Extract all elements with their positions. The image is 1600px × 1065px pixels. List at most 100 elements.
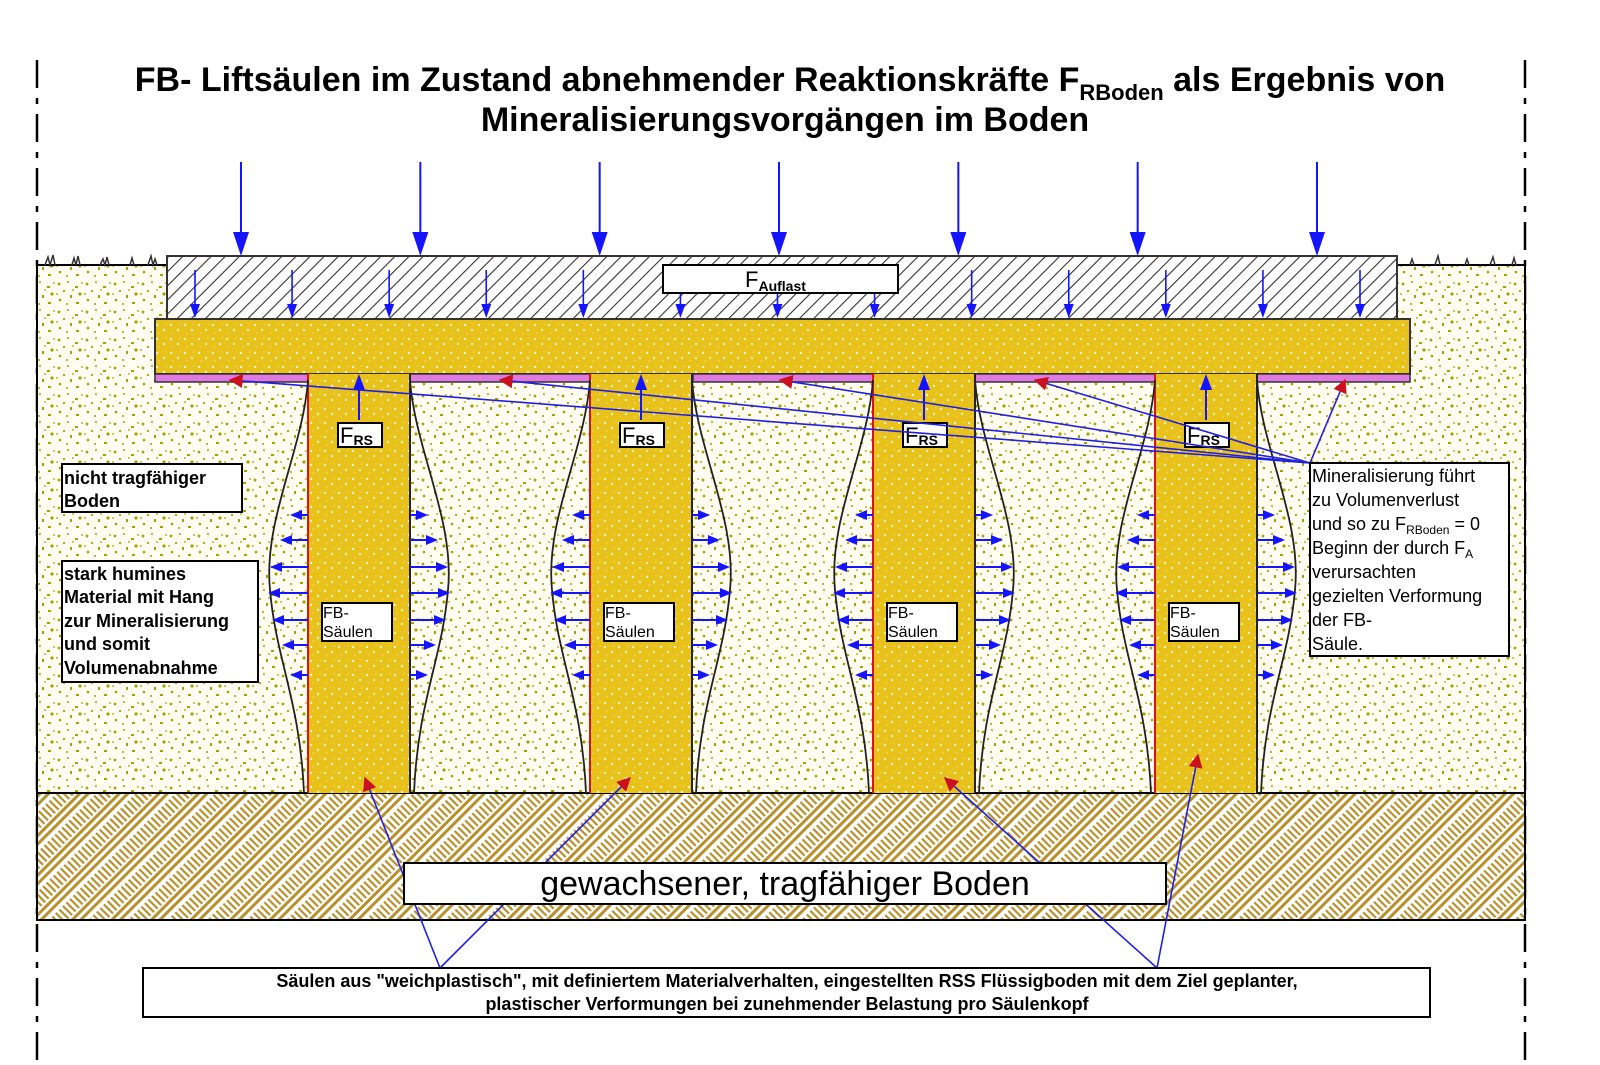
lateral-pressure-arrow <box>1257 510 1275 520</box>
svg-text:Säulen: Säulen <box>888 624 938 641</box>
reaction-force-arrow <box>1200 374 1212 420</box>
svg-text:Beginn der durch FA: Beginn der durch FA <box>1312 538 1473 561</box>
svg-text:Säulen aus "weichplastisch",: Säulen aus "weichplastisch", mit definie… <box>276 971 1297 991</box>
lateral-pressure-arrow <box>1129 640 1155 650</box>
svg-text:Volumenabnahme: Volumenabnahme <box>64 658 218 678</box>
lateral-pressure-arrow <box>692 535 720 545</box>
lateral-pressure-arrow <box>410 670 428 680</box>
load-arrow <box>412 162 429 256</box>
slab-load-arrow <box>578 270 589 318</box>
load-arrow <box>950 162 967 256</box>
lateral-pressure-arrow <box>833 588 873 598</box>
lateral-pressure-arrow <box>975 510 993 520</box>
bulge-deformation <box>268 379 450 794</box>
reaction-force-label: FRS <box>337 422 383 448</box>
svg-text:gezielten Verformung: gezielten Verformung <box>1312 586 1482 606</box>
title-line-2: Mineralisierungsvorgängen im Boden <box>481 101 1089 139</box>
lateral-pressure-arrow <box>1257 615 1293 625</box>
load-arrow <box>233 162 249 256</box>
lateral-pressure-arrow <box>272 615 308 625</box>
lateral-pressure-arrow <box>975 640 1001 650</box>
fb-column: FRS FB- Säulen <box>307 374 411 793</box>
svg-text:der FB-: der FB- <box>1312 610 1372 630</box>
lateral-pressure-arrow <box>975 535 1003 545</box>
lateral-pressure-arrow <box>1137 510 1155 520</box>
lateral-pressure-arrow <box>1257 562 1295 572</box>
slab-load-arrow <box>1355 270 1365 318</box>
lateral-pressure-arrow <box>692 670 710 680</box>
mineral-note-pointers <box>228 373 1347 464</box>
reaction-force-arrow <box>635 374 647 420</box>
lateral-pressure-arrow <box>692 615 728 625</box>
lateral-pressure-arrow <box>1127 535 1155 545</box>
load-arrow <box>1129 162 1146 256</box>
slab-load-arrow <box>1160 270 1171 318</box>
svg-text:FRS: FRS <box>622 423 655 448</box>
arrowhead-icon <box>233 232 249 256</box>
reaction-force-label: FRS <box>619 422 665 448</box>
mineralization-note: Mineralisierung führt zu Volumenverlust … <box>1309 462 1510 657</box>
lateral-pressure-arrow <box>855 670 873 680</box>
lateral-pressure-arrow <box>290 670 308 680</box>
lateral-pressure-arrow <box>268 588 308 598</box>
title-line-1: FB- Liftsäulen im Zustand abnehmender Re… <box>135 61 1445 105</box>
svg-text:zur Mineralisierung: zur Mineralisierung <box>64 611 229 631</box>
lateral-pressure-arrow <box>410 510 428 520</box>
lateral-pressure-arrow <box>410 640 436 650</box>
svg-text:gewachsener, tragfähiger Boden: gewachsener, tragfähiger Boden <box>540 865 1030 903</box>
lateral-pressure-arrow <box>552 562 590 572</box>
lateral-pressure-arrow <box>554 615 590 625</box>
svg-text:FB-: FB- <box>323 605 349 622</box>
svg-text:verursachten: verursachten <box>1312 562 1416 582</box>
slab-load-arrow <box>190 270 200 318</box>
lateral-pressure-arrow <box>1137 670 1155 680</box>
lateral-pressure-arrow <box>1117 562 1155 572</box>
svg-text:Säulen: Säulen <box>1170 624 1220 641</box>
lateral-pressure-arrow <box>410 562 448 572</box>
lateral-pressure-arrow <box>692 510 710 520</box>
svg-text:Boden: Boden <box>64 491 120 511</box>
slab-load-arrow <box>966 270 977 318</box>
load-force-label: FAuflast <box>662 264 899 294</box>
lateral-pressure-arrow <box>692 588 732 598</box>
lateral-pressure-arrow <box>1257 588 1297 598</box>
arrowhead-icon <box>771 232 787 256</box>
slab-load-arrow <box>287 270 298 318</box>
bearing-soil-label: gewachsener, tragfähiger Boden <box>403 862 1167 905</box>
arrowhead-icon <box>1309 232 1325 256</box>
lateral-pressure-arrow <box>845 535 873 545</box>
load-arrow <box>591 162 608 256</box>
lateral-pressure-arrow <box>1119 615 1155 625</box>
svg-text:FB-: FB- <box>605 605 631 622</box>
svg-text:Säule.: Säule. <box>1312 634 1363 654</box>
column-label: FB- Säulen <box>886 602 958 642</box>
load-arrow <box>1309 162 1325 256</box>
svg-text:FB-: FB- <box>888 605 914 622</box>
svg-text:stark humines: stark humines <box>64 564 186 584</box>
reaction-force-label: FRS <box>902 422 948 448</box>
slab-load-arrow <box>1257 270 1268 318</box>
lateral-pressure-arrow <box>290 510 308 520</box>
lateral-pressure-arrow <box>572 670 590 680</box>
svg-text:FRS: FRS <box>340 423 373 448</box>
lateral-pressure-arrow <box>1257 670 1275 680</box>
lateral-pressure-arrow <box>572 510 590 520</box>
lateral-pressure-arrow <box>835 562 873 572</box>
svg-text:und so zu FRBoden = 0: und so zu FRBoden = 0 <box>1312 514 1480 537</box>
column-label: FB-Säulen <box>603 602 675 642</box>
svg-text:Säulen: Säulen <box>323 624 373 641</box>
svg-text:FRS: FRS <box>905 423 938 448</box>
fb-column: FRS FB- Säulen <box>872 374 976 793</box>
lateral-pressure-arrow <box>564 640 590 650</box>
arrowhead-icon <box>1129 232 1146 256</box>
load-arrow <box>771 162 787 256</box>
reaction-force-arrow <box>353 374 365 420</box>
lateral-pressure-arrow <box>280 535 308 545</box>
column-label: FB-Säulen <box>1168 602 1240 642</box>
column-material-note: Säulen aus "weichplastisch", mit definie… <box>142 967 1431 1018</box>
slab-load-arrow <box>1063 270 1074 318</box>
svg-text:und somit: und somit <box>64 634 150 654</box>
lateral-pressure-arrow <box>847 640 873 650</box>
svg-text:zu Volumenverlust: zu Volumenverlust <box>1312 490 1459 510</box>
